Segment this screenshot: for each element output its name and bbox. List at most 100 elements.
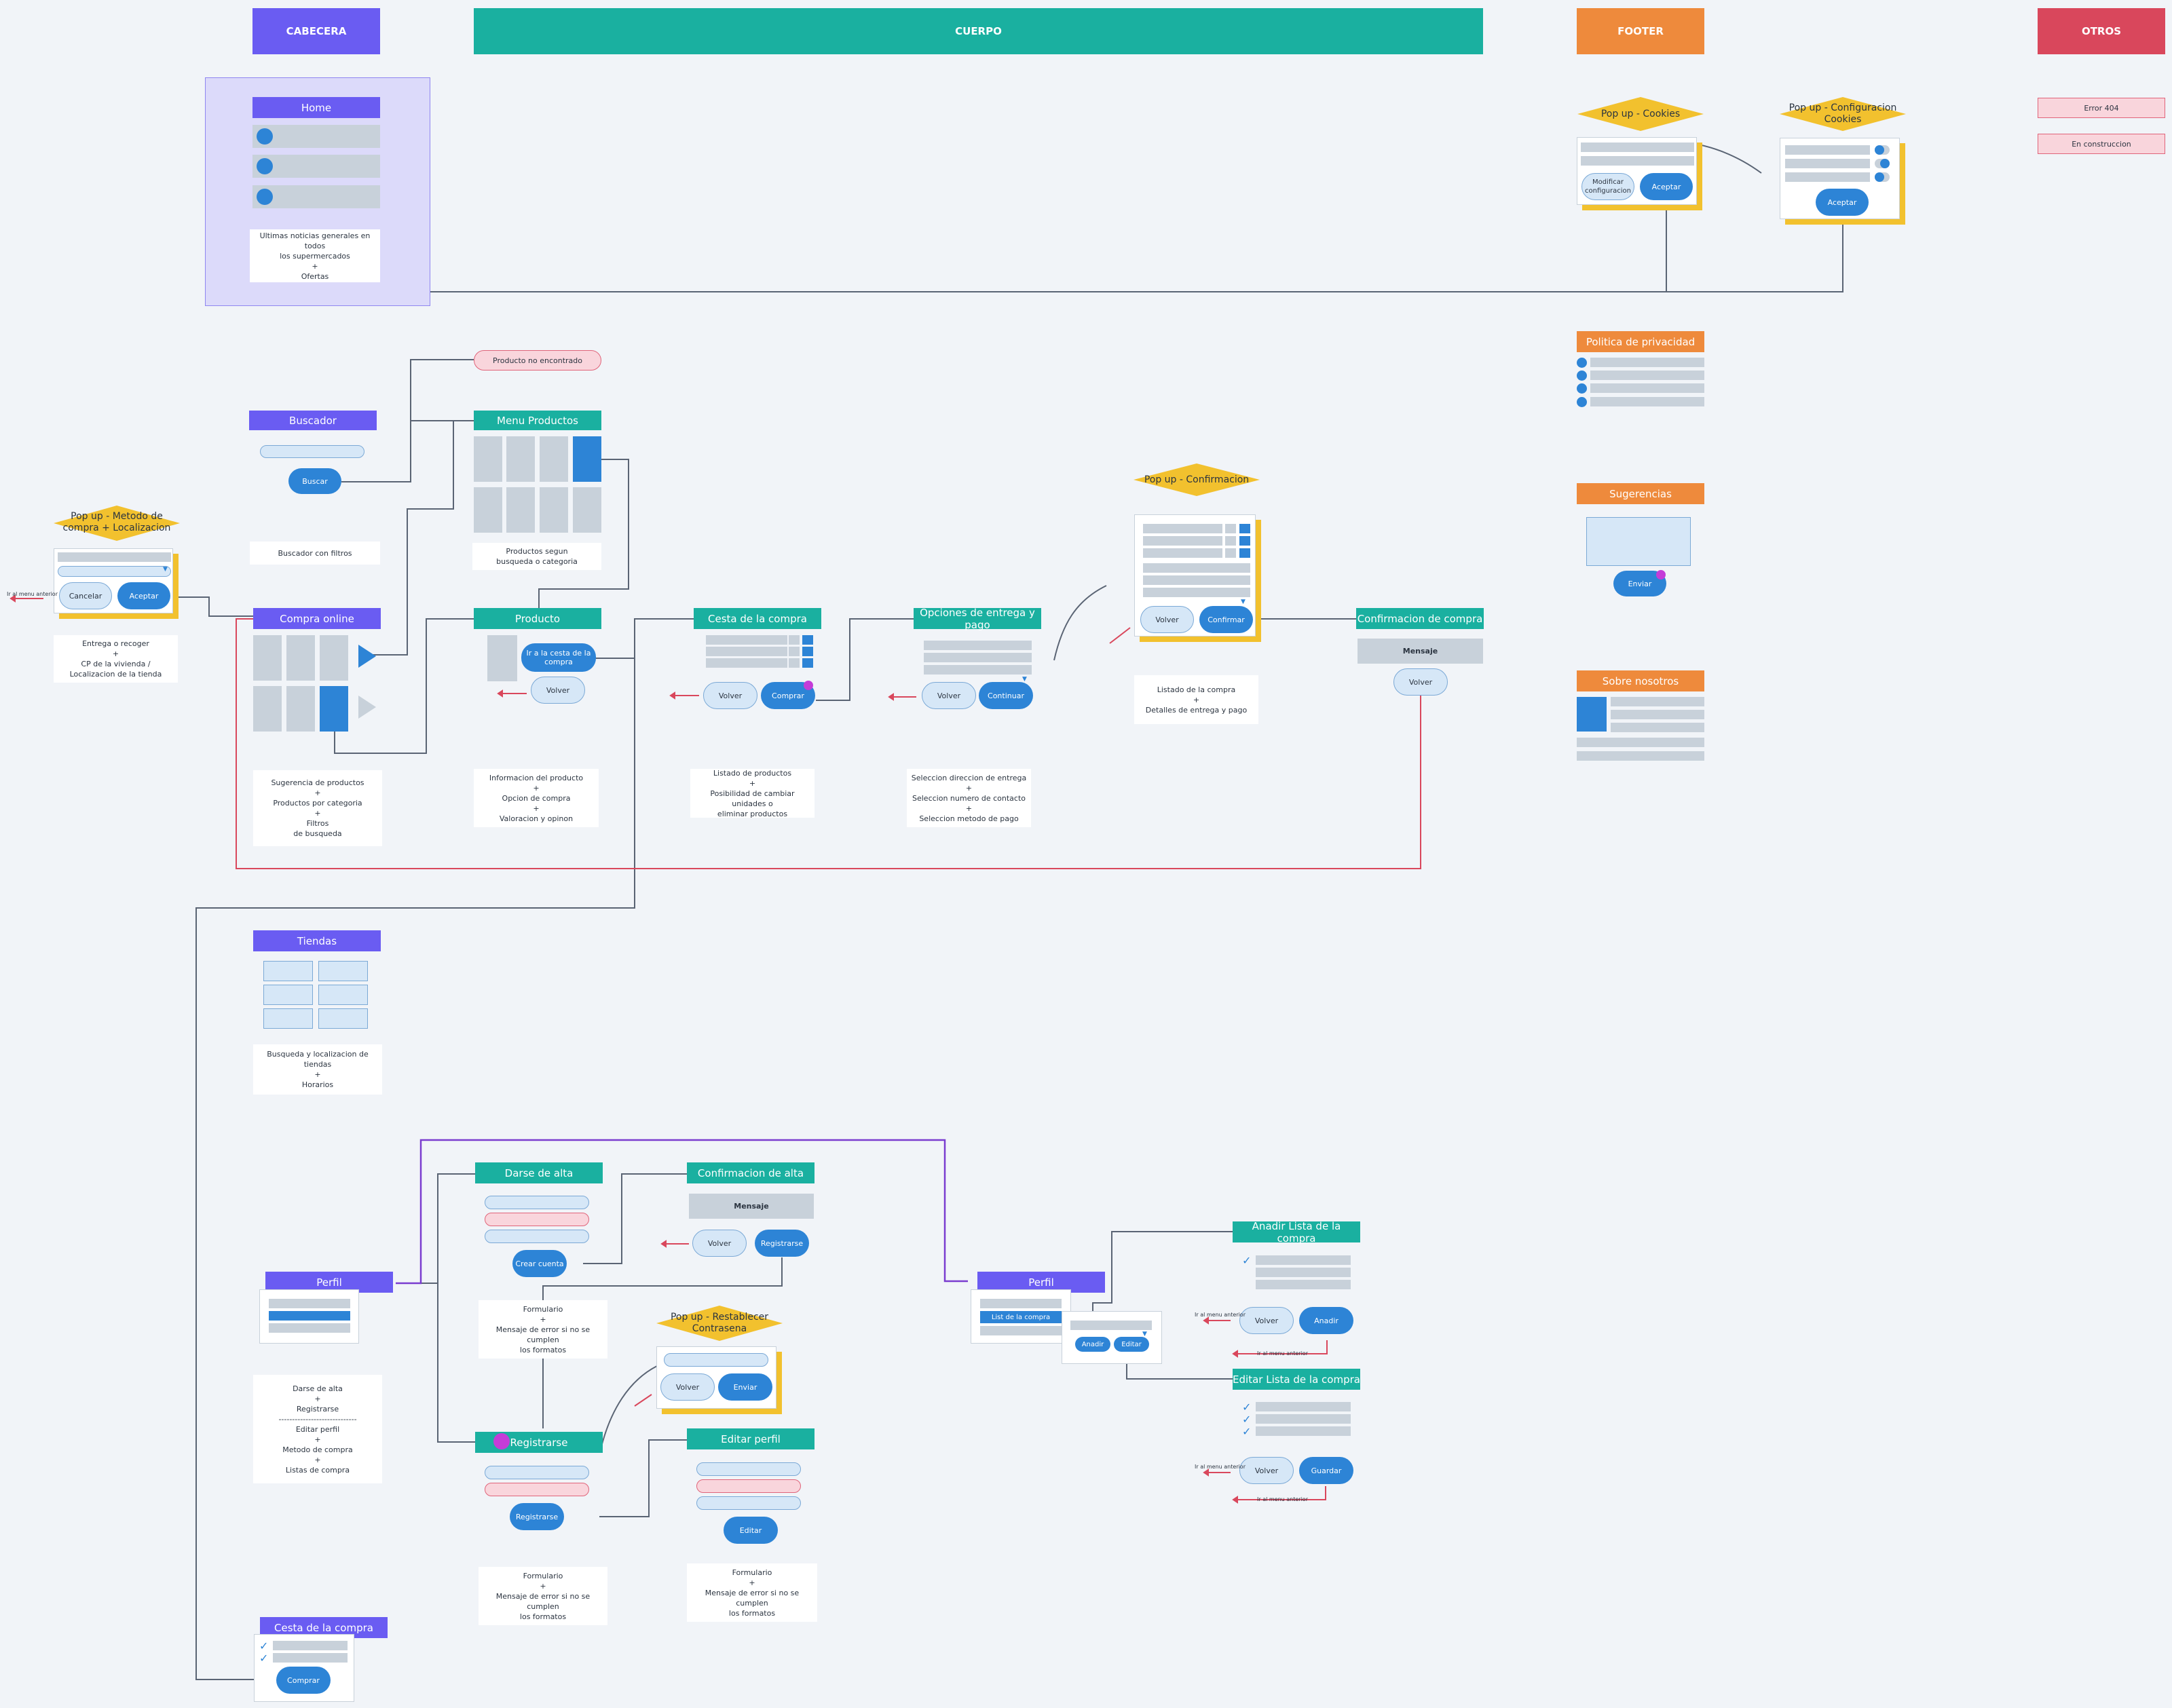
toggle-switch[interactable] — [1875, 159, 1890, 168]
menu-productos-header[interactable]: Menu Productos — [474, 411, 601, 430]
confirm-compra-header[interactable]: Confirmacion de compra — [1356, 608, 1484, 629]
confirm-compra-back-button[interactable]: Volver — [1393, 668, 1448, 696]
list-add-button[interactable]: Anadir — [1075, 1337, 1110, 1352]
editar-perfil-button[interactable]: Editar — [724, 1517, 778, 1544]
login-field-error[interactable] — [485, 1483, 589, 1496]
product-tile[interactable] — [573, 487, 601, 533]
editar-perfil-header[interactable]: Editar perfil — [687, 1428, 814, 1449]
cart-qty[interactable] — [789, 635, 800, 645]
product-tile-selected[interactable] — [320, 686, 348, 732]
edit-field[interactable] — [696, 1496, 801, 1510]
cookies-modify-button[interactable]: Modificar configuracion — [1581, 173, 1634, 200]
list-edit-button[interactable]: Editar — [1114, 1337, 1149, 1352]
cookies-accept-button[interactable]: Aceptar — [1640, 173, 1693, 200]
product-tile[interactable] — [506, 436, 535, 482]
confirm-alta-register-button[interactable]: Registrarse — [755, 1230, 809, 1257]
popup-metodo-accept-button[interactable]: Aceptar — [117, 582, 170, 609]
buscador-header[interactable]: Buscador — [249, 411, 377, 430]
edit-field-error[interactable] — [696, 1479, 801, 1493]
darse-alta-header[interactable]: Darse de alta — [475, 1162, 603, 1183]
popup-confirm-confirm-button[interactable]: Confirmar — [1199, 606, 1253, 633]
product-tile[interactable] — [474, 436, 502, 482]
popup-metodo-cancel-button[interactable]: Cancelar — [59, 582, 112, 609]
perfil-line-selected[interactable] — [269, 1311, 350, 1321]
cookies-config-accept-button[interactable]: Aceptar — [1816, 189, 1869, 216]
opciones-field[interactable] — [924, 641, 1032, 650]
product-not-found[interactable]: Producto no encontrado — [474, 350, 601, 371]
product-tile[interactable] — [286, 686, 315, 732]
opciones-continue-button[interactable]: Continuar — [979, 682, 1033, 709]
search-input[interactable] — [260, 445, 364, 458]
confirm-alta-header[interactable]: Confirmacion de alta — [687, 1162, 814, 1183]
cart-qty[interactable] — [789, 647, 800, 656]
cart-remove-icon[interactable] — [802, 635, 813, 645]
anadir-lista-header[interactable]: Anadir Lista de la compra — [1233, 1220, 1360, 1245]
connector-darse-confirm — [583, 1173, 687, 1264]
signup-field[interactable] — [485, 1230, 589, 1243]
product-tile[interactable] — [253, 635, 282, 681]
confirm-qty — [1225, 524, 1236, 533]
go-to-cart-button[interactable]: Ir a la cesta de la compra — [521, 643, 596, 672]
store-card[interactable] — [318, 961, 368, 981]
toggle-switch[interactable] — [1875, 172, 1890, 182]
store-card[interactable] — [318, 1008, 368, 1029]
toggle-switch[interactable] — [1875, 145, 1890, 155]
tiendas-header[interactable]: Tiendas — [253, 930, 381, 951]
product-tile[interactable] — [506, 487, 535, 533]
home-header[interactable]: Home — [252, 97, 380, 118]
cart-remove-icon[interactable] — [802, 647, 813, 656]
product-tile[interactable] — [253, 686, 282, 732]
reset-email-input[interactable] — [664, 1353, 768, 1367]
product-tile[interactable] — [286, 635, 315, 681]
cesta-header[interactable]: Cesta de la compra — [694, 608, 821, 629]
about-header[interactable]: Sobre nosotros — [1577, 670, 1704, 691]
cesta-back-button[interactable]: Volver — [703, 682, 757, 709]
editar-lista-back-button[interactable]: Volver — [1239, 1457, 1294, 1484]
registrarse-button[interactable]: Registrarse — [510, 1503, 564, 1530]
producto-header[interactable]: Producto — [474, 608, 601, 629]
store-card[interactable] — [263, 961, 313, 981]
cesta-bottom-buy-button[interactable]: Comprar — [276, 1667, 331, 1694]
opciones-field[interactable] — [924, 653, 1032, 662]
store-card[interactable] — [263, 985, 313, 1005]
restablecer-back-button[interactable]: Volver — [660, 1373, 715, 1401]
product-tile[interactable] — [320, 635, 348, 681]
suggestions-header[interactable]: Sugerencias — [1577, 483, 1704, 504]
signup-field-error[interactable] — [485, 1213, 589, 1226]
opciones-back-button[interactable]: Volver — [922, 682, 976, 709]
product-tile[interactable] — [540, 436, 568, 482]
cart-qty[interactable] — [789, 658, 800, 668]
cart-remove-icon[interactable] — [802, 658, 813, 668]
location-select[interactable] — [58, 566, 171, 577]
about-image — [1577, 697, 1607, 732]
edit-field[interactable] — [696, 1462, 801, 1476]
product-tile-selected[interactable] — [573, 436, 601, 482]
signup-field[interactable] — [485, 1196, 589, 1209]
construction-page[interactable]: En construccion — [2038, 134, 2165, 154]
cesta-buy-button[interactable]: Comprar — [761, 682, 815, 709]
store-card[interactable] — [318, 985, 368, 1005]
popup-confirm-back-button[interactable]: Volver — [1140, 606, 1194, 633]
opciones-field[interactable] — [924, 665, 1032, 675]
login-field[interactable] — [485, 1466, 589, 1479]
anadir-back-button[interactable]: Volver — [1239, 1307, 1294, 1334]
perfil-header[interactable]: Perfil — [265, 1272, 393, 1293]
perfil-right-header[interactable]: Perfil — [977, 1272, 1105, 1293]
editar-lista-header[interactable]: Editar Lista de la compra — [1233, 1369, 1360, 1390]
confirm-alta-back-button[interactable]: Volver — [692, 1230, 747, 1257]
shopping-list-item[interactable]: List de la compra — [980, 1311, 1062, 1323]
restablecer-send-button[interactable]: Enviar — [718, 1373, 772, 1401]
anadir-add-button[interactable]: Anadir — [1299, 1307, 1353, 1334]
suggestions-textarea[interactable] — [1586, 517, 1691, 566]
error-404-page[interactable]: Error 404 — [2038, 98, 2165, 118]
search-button[interactable]: Buscar — [288, 468, 341, 494]
product-tile[interactable] — [540, 487, 568, 533]
compra-online-header[interactable]: Compra online — [253, 608, 381, 629]
privacy-header[interactable]: Politica de privacidad — [1577, 331, 1704, 352]
editar-lista-save-button[interactable]: Guardar — [1299, 1457, 1353, 1484]
store-card[interactable] — [263, 1008, 313, 1029]
create-account-button[interactable]: Crear cuenta — [512, 1250, 567, 1277]
product-tile[interactable] — [474, 487, 502, 533]
opciones-header[interactable]: Opciones de entrega y pago — [914, 607, 1041, 631]
producto-back-button[interactable]: Volver — [531, 677, 585, 704]
